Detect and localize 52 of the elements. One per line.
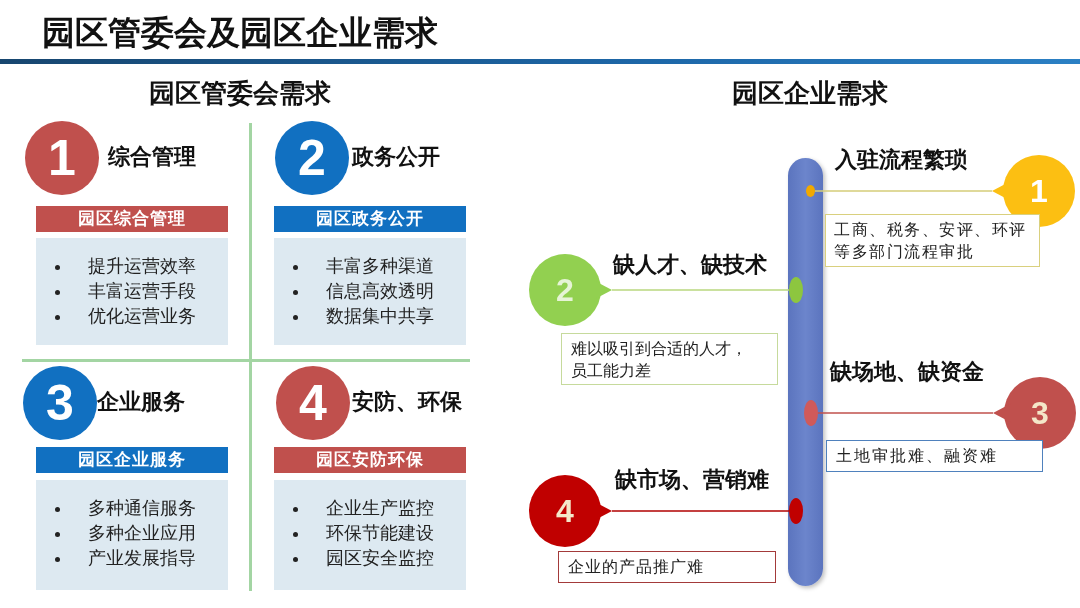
list-panel (274, 480, 466, 590)
list-item: 丰富多种渠道 (293, 254, 434, 279)
note-box: 工商、税务、安评、环评等多部门流程审批 (825, 214, 1040, 267)
connector-line (817, 412, 994, 414)
panel-heading: 园区企业需求 (732, 77, 888, 109)
issue-heading: 缺市场、营销难 (615, 466, 769, 494)
section-heading: 企业服务 (97, 388, 185, 416)
list-item: 企业生产监控 (293, 496, 434, 521)
panel-heading: 园区管委会需求 (149, 77, 331, 109)
list-item: 提升运营效率 (55, 254, 196, 279)
number-circle: 1 (25, 121, 99, 195)
list-item: 丰富运营手段 (55, 279, 196, 304)
issue-heading: 缺人才、缺技术 (613, 251, 767, 279)
list-item: 多种通信服务 (55, 496, 196, 521)
section-banner: 园区企业服务 (36, 447, 228, 473)
bubble-number: 2 (556, 274, 574, 306)
connector-line (611, 289, 790, 291)
note-box: 难以吸引到合适的人才，员工能力差 (561, 333, 778, 385)
dot-icon (789, 277, 803, 303)
section-heading: 综合管理 (108, 143, 196, 171)
list-panel (274, 238, 466, 345)
number-circle: 4 (276, 366, 350, 440)
list-item: 多种企业应用 (55, 521, 196, 546)
number-circle: 3 (23, 366, 97, 440)
list-item: 信息高效透明 (293, 279, 434, 304)
bubble-number: 1 (1030, 175, 1048, 207)
bubble-number: 3 (1031, 397, 1049, 429)
note-box: 土地审批难、融资难 (826, 440, 1043, 472)
timeline-bar (788, 158, 823, 586)
section-banner: 园区综合管理 (36, 206, 228, 232)
issue-heading: 入驻流程繁琐 (835, 146, 967, 174)
dot-icon (806, 185, 815, 197)
list-item: 产业发展指导 (55, 546, 196, 571)
dot-icon (804, 400, 818, 426)
section-banner: 园区安防环保 (274, 447, 466, 473)
list-item: 优化运营业务 (55, 304, 196, 329)
page-title: 园区管委会及园区企业需求 (42, 13, 438, 53)
list-item: 园区安全监控 (293, 546, 434, 571)
issue-heading: 缺场地、缺资金 (830, 358, 984, 386)
section-banner: 园区政务公开 (274, 206, 466, 232)
list-item: 环保节能建设 (293, 521, 434, 546)
section-heading: 政务公开 (352, 143, 440, 171)
connector-line (611, 510, 790, 512)
list-panel (36, 238, 228, 345)
number-circle: 2 (275, 121, 349, 195)
bubble-number: 4 (556, 495, 574, 527)
section-heading: 安防、环保 (352, 388, 462, 416)
dot-icon (789, 498, 803, 524)
list-item: 数据集中共享 (293, 304, 434, 329)
connector-line (814, 190, 993, 192)
note-box: 企业的产品推广难 (558, 551, 776, 583)
list-panel (36, 480, 228, 590)
